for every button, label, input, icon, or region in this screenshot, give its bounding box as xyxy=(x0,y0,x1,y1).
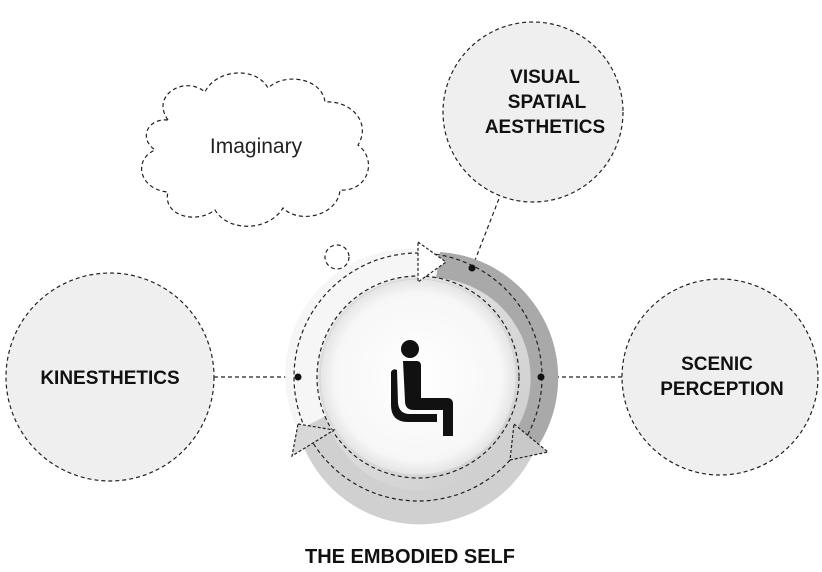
node-visual-line-1: VISUAL xyxy=(510,67,580,88)
node-visual-spatial-aesthetics: VISUAL SPATIAL AESTHETICS xyxy=(442,21,624,203)
diagram-title: THE EMBODIED SELF xyxy=(305,546,515,568)
connector-dot-left xyxy=(294,373,302,381)
connector-lines xyxy=(214,195,622,378)
arrow-bottom-right-icon xyxy=(509,422,550,461)
node-scenic-perception: SCENIC PERCEPTION xyxy=(621,278,819,476)
ring-light-arc xyxy=(298,416,534,525)
seated-person-icon xyxy=(391,340,453,436)
node-visual-line-3: AESTHETICS xyxy=(485,117,605,138)
arrow-bottom-left-icon xyxy=(291,423,336,458)
cloud-outline xyxy=(140,72,369,227)
ring-dark-arc xyxy=(436,252,559,452)
thought-bubble-large xyxy=(324,244,350,270)
connector-dot-right xyxy=(537,373,545,381)
node-scenic-line-1: SCENIC xyxy=(681,354,753,375)
connector-visual xyxy=(471,195,501,269)
node-scenic-circle xyxy=(621,278,819,476)
imaginary-label: Imaginary xyxy=(210,135,303,158)
arrow-top-icon xyxy=(417,240,448,284)
node-kinesthetics-circle xyxy=(5,272,215,482)
node-visual-circle xyxy=(442,21,624,203)
ring-white-arc xyxy=(285,248,440,430)
node-scenic-line-2: PERCEPTION xyxy=(660,379,784,400)
ring-inner-dash xyxy=(316,275,520,479)
node-kinesthetics: KINESTHETICS xyxy=(5,272,215,482)
node-visual-line-2: SPATIAL xyxy=(508,92,587,113)
connector-dot-top xyxy=(468,264,476,272)
embodied-self-ring xyxy=(285,240,559,525)
node-kinesthetics-label: KINESTHETICS xyxy=(40,368,179,389)
